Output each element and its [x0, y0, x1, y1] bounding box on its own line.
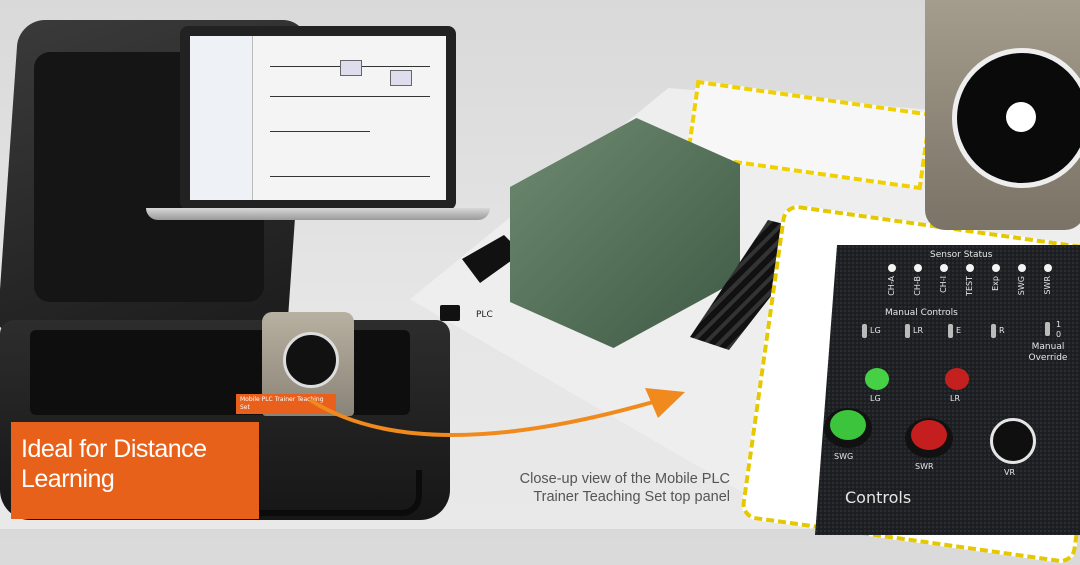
knob-vr[interactable] — [990, 418, 1036, 464]
caption: Close-up view of the Mobile PLC Trainer … — [440, 470, 730, 506]
wheel-hub — [1006, 102, 1036, 132]
manual-override-label: Manual Override — [1028, 342, 1068, 363]
sensor-led — [966, 264, 974, 272]
toggle-on-label: 1 — [1056, 320, 1062, 329]
sensor-led — [888, 264, 896, 272]
callout-box — [11, 422, 259, 519]
lamp-lg — [865, 368, 889, 390]
ladder-block — [390, 70, 412, 86]
sensor-status-label: Sensor Status — [930, 250, 993, 260]
lamp-lr — [945, 368, 969, 390]
button-swr[interactable] — [911, 420, 947, 450]
plc-label: PLC — [476, 310, 493, 320]
sensor-label: CH-I — [939, 276, 948, 293]
toggle-label: R — [999, 326, 1005, 335]
sensor-label: TEST — [965, 276, 974, 296]
lamp-label: LR — [950, 394, 961, 403]
sensor-led — [1018, 264, 1026, 272]
ladder-rung — [270, 96, 430, 97]
ladder-rung — [270, 176, 430, 177]
knob-label: VR — [1004, 468, 1016, 477]
ladder-block — [340, 60, 362, 76]
toggle-label: LG — [870, 326, 881, 335]
sensor-led — [1044, 264, 1052, 272]
toggle-e[interactable] — [948, 324, 953, 338]
control-panel — [815, 245, 1080, 535]
plc-power-switch — [440, 305, 460, 321]
caption-line: Close-up view of the Mobile PLC — [519, 471, 730, 487]
arrow-icon — [308, 388, 685, 437]
sensor-led — [940, 264, 948, 272]
button-label: SWR — [915, 462, 934, 471]
laptop-base — [146, 208, 490, 220]
button-swg[interactable] — [830, 410, 866, 440]
toggle-label: E — [956, 326, 962, 335]
callout-line: Learning — [21, 465, 115, 493]
sensor-label: SWR — [1043, 276, 1052, 295]
panel-title: Controls — [845, 488, 912, 507]
toggle-r[interactable] — [991, 324, 996, 338]
caption-line: Trainer Teaching Set top panel — [533, 489, 730, 505]
sensor-label: CH-B — [913, 276, 922, 296]
lamp-label: LG — [870, 394, 881, 403]
ladder-rung — [270, 131, 370, 132]
toggle-manual-override[interactable] — [1045, 322, 1050, 336]
sensor-label: Exp — [991, 276, 1000, 291]
mini-wheel — [283, 332, 339, 388]
toggle-label: LR — [913, 326, 924, 335]
callout-text: Ideal for Distance Learning — [21, 434, 207, 494]
sensor-led — [914, 264, 922, 272]
toggle-lg[interactable] — [862, 324, 867, 338]
callout-line: Ideal for Distance — [21, 435, 207, 463]
toggle-lr[interactable] — [905, 324, 910, 338]
manual-controls-label: Manual Controls — [885, 308, 958, 318]
sensor-label: SWG — [1017, 276, 1026, 296]
case-handle — [240, 470, 422, 516]
laptop-display — [190, 36, 446, 200]
button-label: SWG — [834, 452, 854, 461]
sensor-led — [992, 264, 1000, 272]
sensor-label: CH-A — [887, 276, 896, 296]
project-tree — [190, 36, 253, 200]
toggle-off-label: 0 — [1056, 330, 1062, 339]
